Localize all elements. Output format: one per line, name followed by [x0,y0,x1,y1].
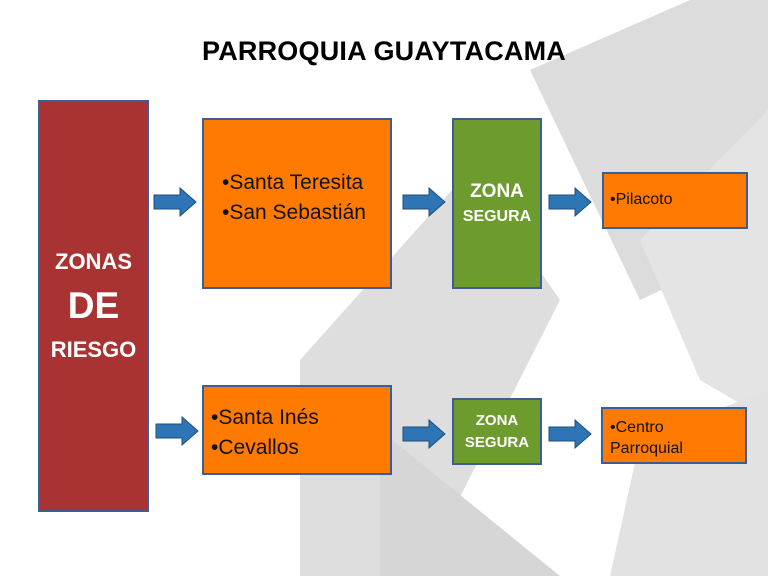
arrow-right-icon [402,187,446,217]
risk-line-2: DE [67,285,120,326]
page-title: PARROQUIA GUAYTACAMA [201,36,566,66]
destination-box-1: •Pilacoto [602,172,748,229]
safe-zone-box-1: ZONA SEGURA [452,118,542,289]
risk-zones-box: ZONAS DE RIESGO [38,100,149,512]
safe-zone-label: ZONA [470,180,524,202]
zone-item: •Cevallos [211,436,299,459]
safe-zone-sublabel: SEGURA [462,207,532,225]
bg-shape-bottom [380,430,560,576]
arrow-right-icon [155,416,199,446]
safe-zone-sublabel: SEGURA [464,433,530,451]
arrow-right-icon [548,419,592,449]
zone-item: •Santa Teresita [222,171,364,194]
destination-label: Parroquial [610,440,683,457]
risk-zone-group-2: •Santa Inés •Cevallos [202,385,392,475]
destination-box-2: •Centro Parroquial [601,407,747,464]
arrow-right-icon [548,187,592,217]
risk-zone-group-1: •Santa Teresita •San Sebastián [202,118,392,289]
risk-line-3: RIESGO [50,337,137,362]
zone-item: •Santa Inés [211,406,319,429]
safe-zone-box-2: ZONA SEGURA [452,398,542,465]
destination-label: •Pilacoto [610,191,673,208]
zone-item: •San Sebastián [222,201,366,224]
risk-line-1: ZONAS [55,249,132,274]
destination-label: •Centro [610,419,664,436]
safe-zone-label: ZONA [475,411,519,429]
arrow-right-icon [402,419,446,449]
arrow-right-icon [153,187,197,217]
